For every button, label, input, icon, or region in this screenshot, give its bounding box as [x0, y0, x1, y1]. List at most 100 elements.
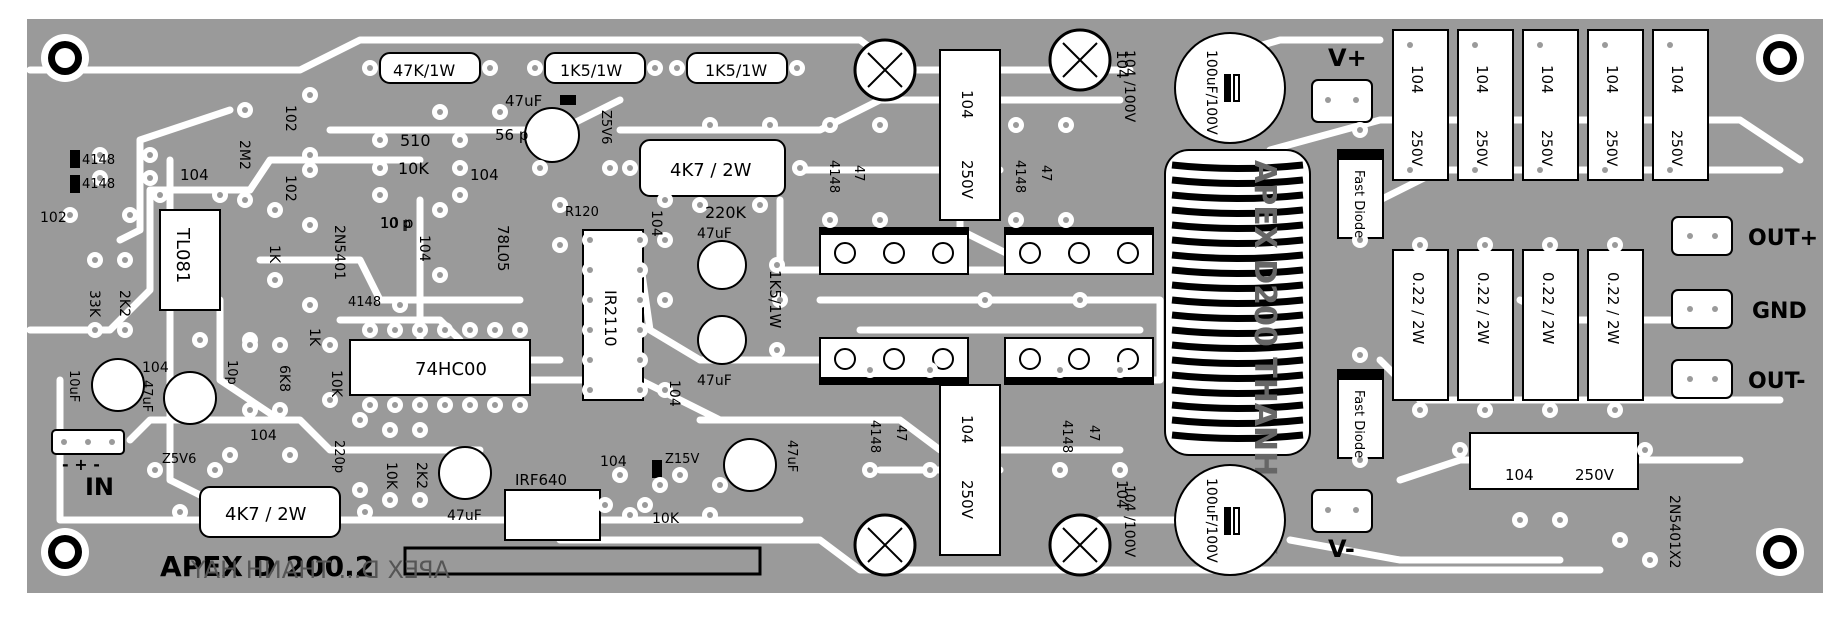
solder-pad: [1412, 402, 1428, 418]
solder-pad: [142, 170, 158, 186]
solder-pad: [762, 117, 778, 133]
solder-pad: [117, 252, 133, 268]
label-r2m2: 2M2: [236, 140, 252, 170]
label-fast-diode-bot: Fast Diode: [1351, 390, 1366, 458]
coil-turn: [1171, 221, 1304, 232]
label-v-plus: V+: [1328, 44, 1367, 72]
cap-47uf-a: [697, 240, 747, 290]
solder-pad: [192, 332, 208, 348]
coil-turn: [1171, 371, 1304, 382]
solder-pad: [237, 192, 253, 208]
coil-turn: [1171, 191, 1304, 202]
solder-pad: [772, 292, 788, 308]
solder-pad: [532, 160, 548, 176]
label-d4148-q2: 4148: [1012, 160, 1027, 193]
board-edge: [17, 9, 1833, 603]
solder-pad: [582, 262, 598, 278]
solder-pad: [1707, 301, 1723, 317]
label-250v-l2: 250V: [958, 480, 976, 520]
label-d4148-c: 4148: [348, 295, 381, 310]
solder-pad: [487, 397, 503, 413]
output-inductor: APEX D200 THANH HAY: [1164, 149, 1311, 555]
solder-pad: [1052, 462, 1068, 478]
silkscreen-labels: APEX D 200.2 APEX D... THANH HAY V+ V- O…: [40, 44, 1818, 584]
solder-pad: [752, 197, 768, 213]
cap-100uf-top: [1174, 32, 1286, 144]
mounting-holes: [41, 34, 1804, 576]
solder-pad: [487, 322, 503, 338]
label-r47-q4: 47: [1086, 425, 1101, 442]
solder-pad: [1607, 237, 1623, 253]
solder-pad: [1008, 117, 1024, 133]
solder-pad: [862, 362, 878, 378]
mounting-hole-bl: [41, 528, 89, 576]
solder-pad: [147, 462, 163, 478]
solder-pad: [362, 60, 378, 76]
solder-pad: [1707, 371, 1723, 387]
component-bodies: [51, 29, 1733, 556]
label-r10k-irf: 10K: [652, 511, 680, 527]
solder-pad: [647, 60, 663, 76]
solder-pad: [1402, 162, 1418, 178]
solder-pad: [372, 160, 388, 176]
label-q2n5401: 2N5401: [331, 225, 347, 280]
solder-pad: [1682, 228, 1698, 244]
mosfet-q2: [1004, 227, 1154, 275]
label-tl081: TL081: [172, 227, 193, 283]
label-c-104-top: 104: [470, 166, 499, 184]
label-c10p-b: 10 p: [380, 216, 411, 232]
label-out-minus: OUT-: [1748, 369, 1805, 394]
solder-pad: [792, 160, 808, 176]
solder-pad: [122, 207, 138, 223]
label-c104-opamp: 104: [180, 166, 209, 184]
solder-pad: [272, 337, 288, 353]
solder-pad: [632, 352, 648, 368]
label-c47u-bot2: 47uF: [784, 440, 799, 472]
solder-pad: [104, 434, 120, 450]
solder-pad: [412, 422, 428, 438]
solder-pad: [597, 497, 613, 513]
label-c104-l2: 104: [958, 415, 976, 444]
label-r-r120: R120: [565, 205, 599, 220]
label-r-47k: 47K/1W: [393, 61, 455, 80]
solder-pad: [352, 482, 368, 498]
solder-pad: [1412, 237, 1428, 253]
solder-pad: [1512, 512, 1528, 528]
solder-pad: [322, 392, 338, 408]
solder-pad: [432, 104, 448, 120]
label-r022-3: 0.22 / 2W: [1539, 272, 1557, 345]
label-v-minus: V-: [1328, 535, 1355, 563]
electrolytics: [91, 32, 1286, 576]
solder-pad: [632, 382, 648, 398]
solder-pad: [1348, 92, 1364, 108]
solder-pad: [267, 202, 283, 218]
label-c104-out: 104: [1505, 466, 1534, 484]
label-gnd: GND: [1752, 299, 1807, 324]
solder-pad: [222, 447, 238, 463]
heatsink-screws: [853, 28, 1112, 577]
cap-47uf-bot: [438, 446, 492, 500]
title-frame: [403, 546, 762, 576]
solder-pad: [357, 504, 373, 520]
solder-pad: [1662, 37, 1678, 53]
label-cap-bank-v5: 250V: [1668, 130, 1684, 167]
label-78l05: 78L05: [494, 225, 512, 272]
solder-pad: [1542, 237, 1558, 253]
label-out-plus: OUT+: [1748, 226, 1818, 251]
solder-pad: [1642, 552, 1658, 568]
solder-pad: [657, 192, 673, 208]
label-d4148-b: 4148: [82, 177, 115, 192]
cap-47uf-left: [163, 371, 217, 425]
solder-pad: [207, 462, 223, 478]
label-d4148-q4: 4148: [1059, 420, 1074, 453]
solder-pad: [437, 322, 453, 338]
solder-pad: [1477, 237, 1493, 253]
solder-pad: [977, 292, 993, 308]
solder-pad: [482, 60, 498, 76]
label-r2k2-bot: 2K2: [413, 462, 429, 489]
label-c104-47u: 104: [142, 360, 169, 376]
solder-pad: [1477, 402, 1493, 418]
label-c47u-b: 47uF: [697, 373, 732, 389]
label-c47u-bot: 47uF: [447, 508, 482, 524]
solder-pad: [1352, 347, 1368, 363]
